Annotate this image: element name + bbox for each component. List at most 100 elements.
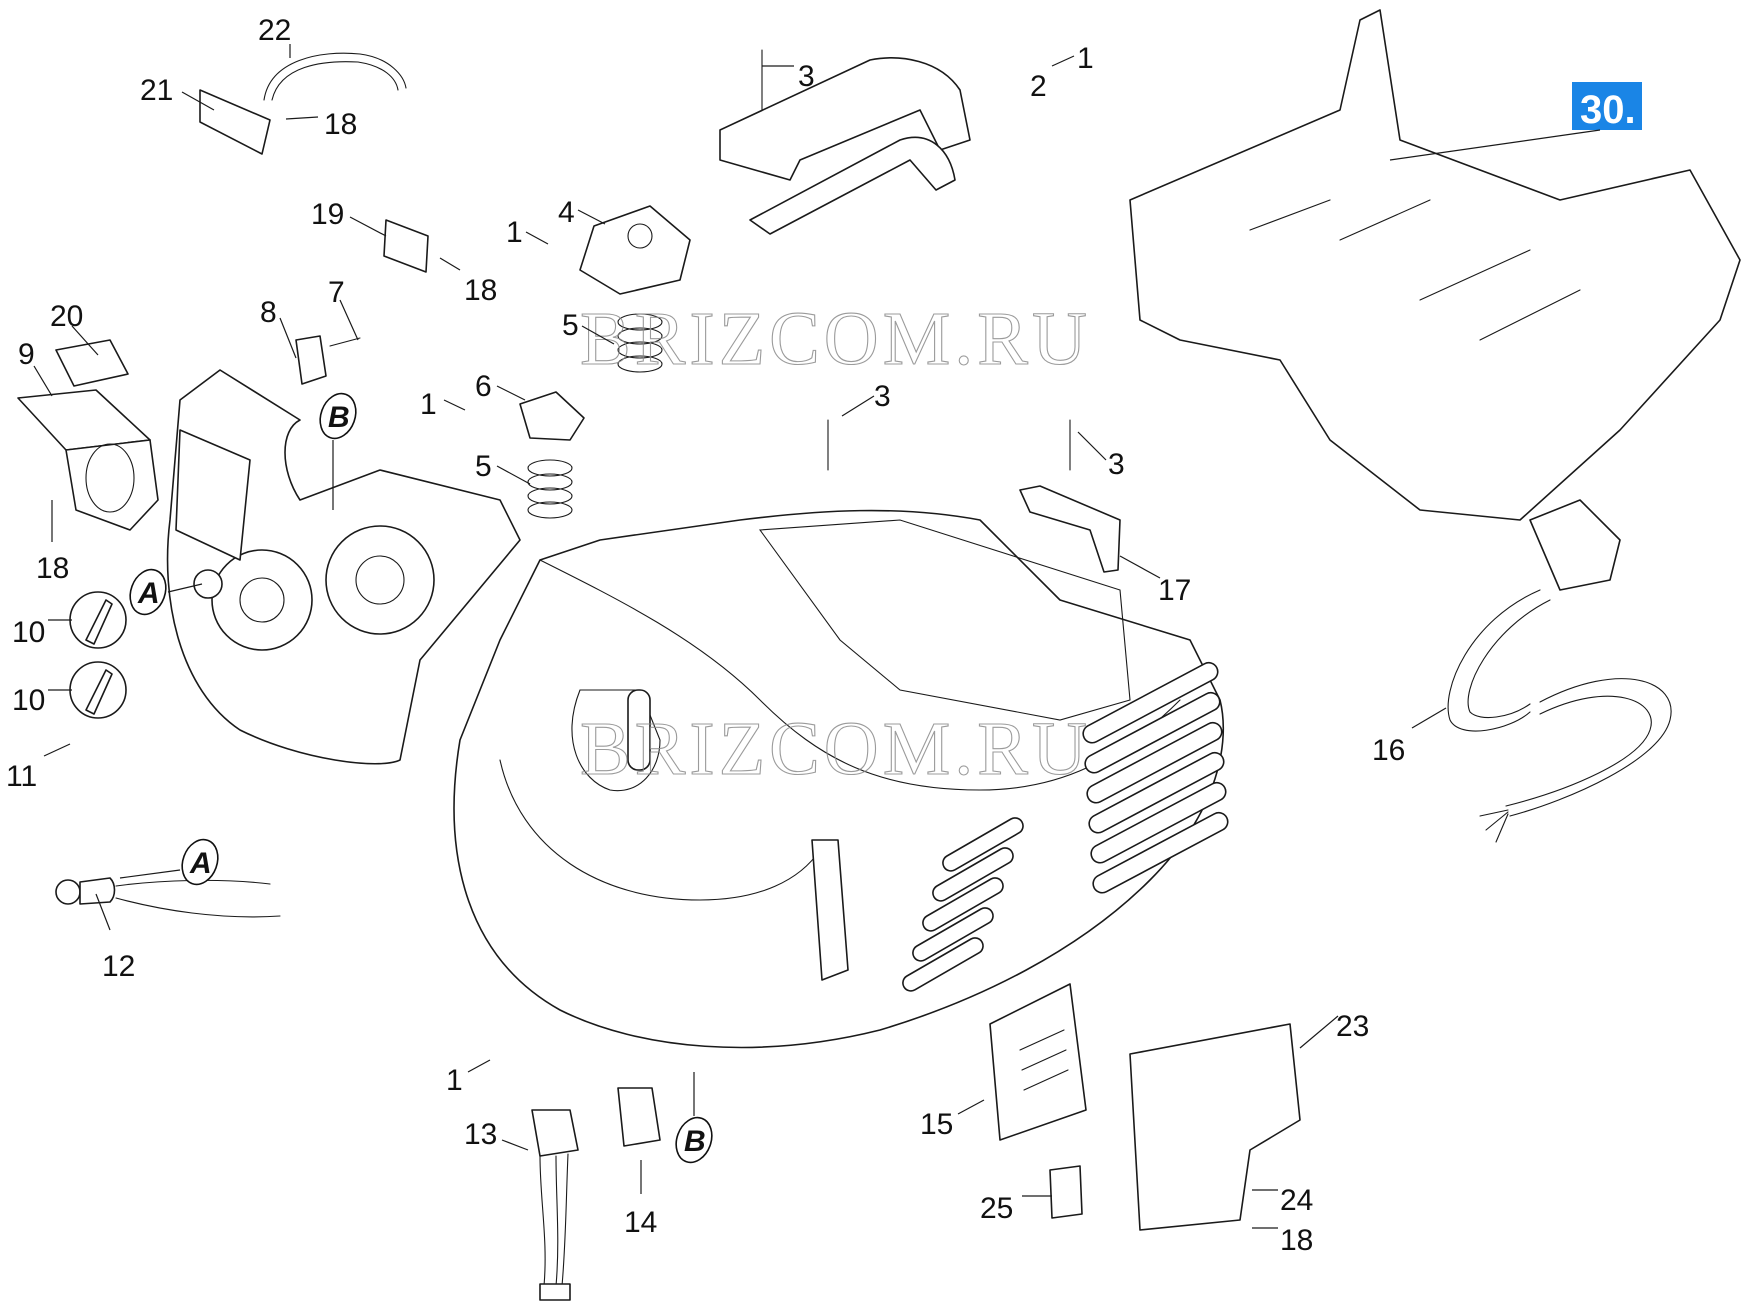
reference-leader — [119, 869, 181, 879]
housing-center-slot — [811, 839, 849, 981]
callout-label: 15 — [920, 1108, 953, 1141]
reference-oval — [675, 1116, 713, 1164]
callout-label: 18 — [324, 108, 357, 141]
vent-slots-left — [902, 817, 1024, 992]
callout-label: 18 — [1280, 1224, 1313, 1257]
callout-21: 21 — [140, 74, 215, 111]
callout-leader — [957, 1099, 985, 1115]
filter-holder — [199, 89, 271, 155]
panel-knob-seat-b — [325, 525, 435, 635]
callout-leader — [496, 465, 531, 485]
callout-leader — [1411, 707, 1447, 729]
switch-harness — [531, 1109, 579, 1157]
callout-label: 6 — [475, 370, 492, 403]
watermark-text: BRIZCOM.RU — [580, 707, 1091, 791]
badge-leader — [1389, 129, 1601, 161]
housing-handle-recess — [571, 689, 661, 792]
housing-inner-bowl — [499, 759, 821, 901]
hose — [263, 52, 407, 101]
callout-leader — [285, 116, 319, 120]
callout-3: 3 — [762, 60, 815, 93]
callout-leader — [43, 743, 71, 757]
item-30-badge: 30. — [1389, 82, 1642, 161]
callout-3: 3 — [1077, 431, 1125, 481]
callout-label: 21 — [140, 74, 173, 107]
callout-18: 18 — [285, 108, 357, 141]
socket-cover-plate — [55, 339, 129, 387]
callout-label: 20 — [50, 300, 83, 333]
callout-leader — [525, 231, 549, 245]
callout-23: 23 — [1299, 1010, 1369, 1049]
callout-label: 14 — [624, 1206, 657, 1239]
label-plate — [383, 219, 429, 273]
callout-leader — [1299, 1015, 1339, 1049]
callout-1: 1 — [420, 388, 466, 421]
callout-leader — [181, 91, 215, 111]
reference-marks: B A A B — [119, 392, 713, 1164]
reference-mark-A: A — [129, 568, 203, 616]
callout-label: 4 — [558, 196, 575, 229]
callout-leader — [95, 893, 111, 931]
callout-leader — [443, 399, 466, 411]
reference-oval — [129, 568, 167, 616]
callout-5: 5 — [562, 309, 615, 345]
callout-label: 1 — [420, 388, 437, 421]
reference-letter: A — [137, 577, 160, 610]
callout-label: 3 — [798, 60, 815, 93]
reference-leader — [167, 583, 203, 593]
callout-label: 9 — [18, 338, 35, 371]
callout-10: 10 — [12, 684, 72, 717]
reference-oval — [319, 392, 357, 440]
reference-mark-B: B — [319, 392, 357, 510]
callout-leader — [467, 1059, 491, 1073]
lamp-wires — [115, 879, 281, 918]
callout-label: 1 — [1077, 42, 1094, 75]
callout-leader — [841, 395, 875, 417]
power-cable — [1447, 589, 1551, 732]
cap — [579, 205, 691, 295]
callout-7: 7 — [328, 276, 359, 341]
reference-mark-B: B — [675, 1072, 713, 1164]
button — [519, 391, 585, 441]
callout-label: 13 — [464, 1118, 497, 1151]
callout-label: 8 — [260, 296, 277, 329]
callout-leader — [501, 1139, 529, 1151]
callout-leader — [1051, 55, 1075, 67]
callout-label: 3 — [1108, 448, 1125, 481]
callout-leader — [349, 216, 387, 237]
side-cover — [989, 983, 1087, 1141]
callout-label: 17 — [1158, 574, 1191, 607]
reference-mark-A: A — [119, 838, 219, 886]
handle-upper — [719, 57, 971, 181]
callout-label: 7 — [328, 276, 345, 309]
callout-20: 20 — [50, 300, 99, 356]
callout-label: 16 — [1372, 734, 1405, 767]
callout-label: 3 — [874, 380, 891, 413]
spacer — [1049, 1165, 1083, 1219]
callout-10: 10 — [12, 616, 72, 649]
callout-2: 2 — [1030, 70, 1047, 103]
watermark-text: BRIZCOM.RU — [580, 297, 1091, 381]
callout-label: 2 — [1030, 70, 1047, 103]
panel-window — [175, 429, 251, 561]
callout-label: 5 — [562, 309, 579, 342]
callout-label: 12 — [102, 950, 135, 983]
callout-19: 19 — [311, 198, 387, 237]
callout-leader — [1077, 431, 1107, 461]
callout-18: 18 — [1252, 1224, 1313, 1257]
callout-label: 22 — [258, 14, 291, 47]
callout-leader — [496, 385, 526, 401]
callout-24: 24 — [1252, 1184, 1313, 1217]
parts-artwork — [17, 9, 1741, 1301]
callout-8: 8 — [260, 296, 297, 359]
callout-3: 3 — [841, 380, 891, 417]
panel-knob-seat-a — [211, 549, 313, 651]
callout-leader — [33, 365, 53, 397]
callout-label: 10 — [12, 616, 45, 649]
reference-letter: B — [328, 401, 350, 434]
socket-body — [65, 439, 159, 531]
callout-leader — [1119, 555, 1161, 579]
callout-label: 19 — [311, 198, 344, 231]
reference-oval — [181, 838, 219, 886]
